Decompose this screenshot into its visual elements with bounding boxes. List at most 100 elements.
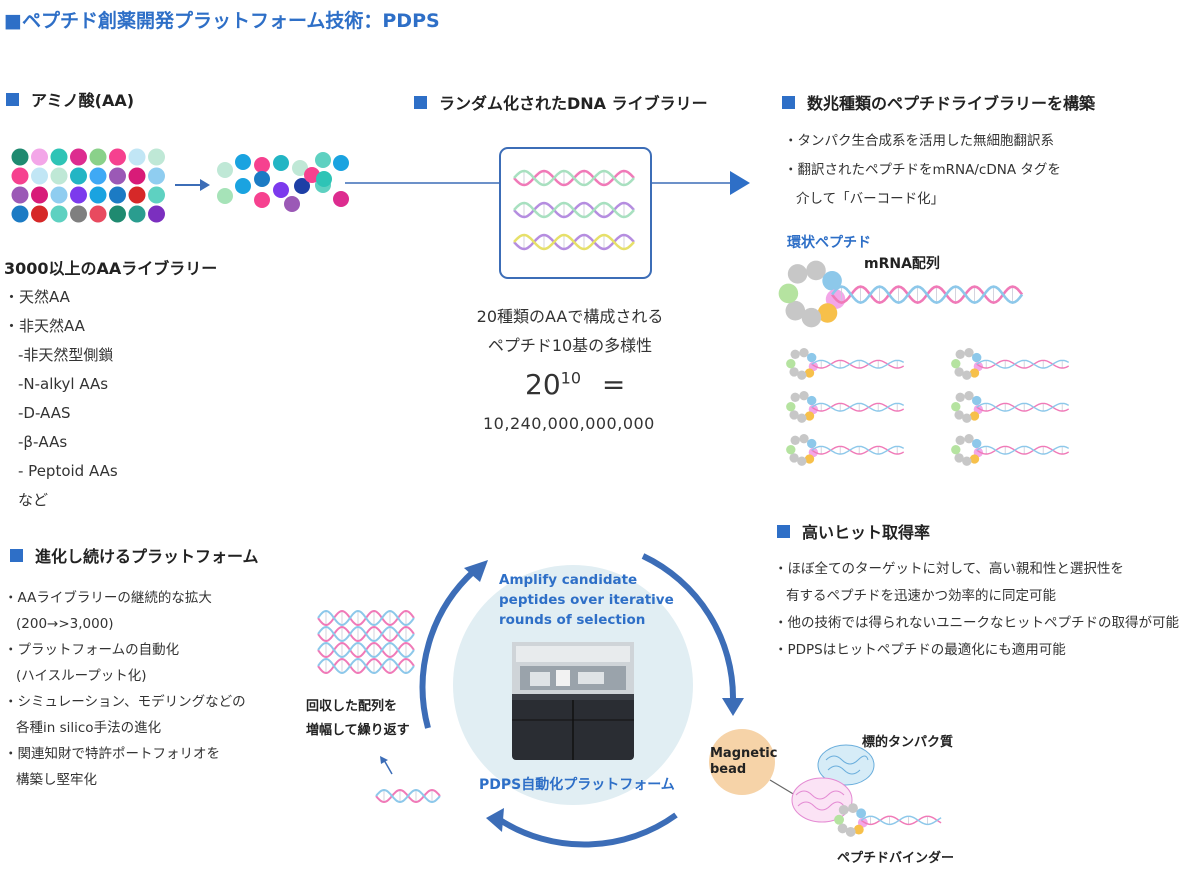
recovered-line: 増幅して繰り返す — [306, 723, 410, 738]
amplify-text: Amplify candidate peptides over iterativ… — [499, 570, 674, 630]
peptide-residue — [804, 368, 815, 378]
peptide-residue — [954, 410, 964, 420]
peptide-residue — [951, 358, 961, 369]
amino-acid-dot — [148, 148, 165, 166]
recovered-text: 回収した配列を 増幅して繰り返す — [306, 695, 410, 743]
helix-strand-a — [811, 402, 905, 412]
amino-acid-dot — [11, 167, 29, 185]
target-protein-label: 標的タンパク質 — [862, 735, 954, 750]
amino-acid-dot — [50, 186, 68, 204]
amino-acid-dot — [128, 205, 146, 223]
dna-helix-icon — [513, 169, 635, 251]
peptide-residue — [786, 358, 796, 369]
peptide-residue — [954, 453, 964, 463]
helix-strand — [317, 625, 415, 643]
peptide-residue — [790, 435, 800, 445]
amino-acid-dot — [70, 148, 87, 166]
helix-strand-b — [317, 625, 415, 643]
peptide-residue — [799, 433, 809, 444]
helix-strand-b — [513, 169, 635, 187]
sequence-amino-acid-dot — [273, 182, 289, 198]
amino-acid-dot — [148, 167, 165, 185]
evolving-bullet: ・プラットフォームの自動化 — [4, 642, 180, 658]
sequence-amino-acid-dot — [316, 171, 332, 187]
amino-acid-dot — [11, 186, 29, 204]
peptide-residue — [807, 352, 817, 363]
diversity-formula: 2010 = — [525, 368, 625, 401]
helix-strand — [317, 657, 415, 675]
sequence-amino-acid-dot — [235, 154, 251, 170]
heading-square-icon — [6, 92, 19, 106]
hit-rate-heading-text: 高いヒット取得率 — [802, 523, 931, 542]
peptide-residue — [969, 368, 980, 378]
peptide-residue — [853, 824, 864, 835]
helix-strand — [317, 609, 415, 627]
bead-label-line: Magnetic — [710, 746, 778, 761]
sequence-amino-acid-dot — [254, 157, 270, 173]
peptide-residue — [790, 392, 800, 402]
peptide-residue — [964, 433, 974, 444]
amplify-line: rounds of selection — [499, 612, 646, 628]
amino-acid-dot — [89, 205, 107, 223]
sequence-amino-acid-dot — [294, 178, 310, 194]
section-heading-peptide-library: 数兆種類のペプチドライブラリーを構築 — [782, 90, 1095, 114]
peptide-residue — [972, 395, 982, 406]
helix-strand — [976, 402, 1070, 412]
evolving-bullet: (ハイスループット化) — [16, 668, 147, 684]
heading-square-icon — [414, 95, 427, 109]
aa-heading-text: アミノ酸(AA) — [31, 91, 135, 110]
cyclic-peptide-label: 環状ペプチド — [787, 235, 871, 251]
amino-acid-dot — [128, 148, 146, 166]
helix-strand — [375, 788, 441, 804]
amino-acid-dot — [70, 167, 87, 185]
peptide-library-bullets: ・タンパク生合成系を活用した無細胞翻訳系 ・翻訳されたペプチドをmRNA/cDN… — [784, 127, 1061, 214]
peptide-residue — [817, 303, 838, 323]
cycle-arrow-head — [464, 560, 488, 582]
peptide-library-heading-text: 数兆種類のペプチドライブラリーを構築 — [807, 94, 1096, 113]
aa-item: -D-AAS — [18, 404, 71, 422]
peptide-residue — [951, 401, 961, 412]
helix-strand — [811, 445, 905, 455]
evolving-bullet: (200→>3,000) — [16, 616, 114, 632]
section-heading-aa: アミノ酸(AA) — [6, 87, 134, 111]
helix-strand — [811, 402, 905, 412]
peptide-residue — [969, 454, 980, 464]
peptide-residue — [848, 803, 858, 814]
amino-acid-dot — [89, 148, 107, 166]
helix-strand — [976, 359, 1070, 369]
cycle-arrow-head — [486, 808, 504, 832]
arrow-head — [200, 179, 210, 191]
peptide-residue — [962, 456, 972, 466]
cyclic-peptide-unit — [786, 347, 905, 380]
helix-strand — [976, 445, 1070, 455]
amino-acid-dot — [50, 148, 68, 166]
amino-acid-dot — [89, 167, 107, 185]
peptide-residue — [804, 411, 815, 421]
amino-acid-dot — [31, 205, 48, 223]
cycle-arrow-bottom — [498, 812, 678, 848]
amino-acid-dot — [31, 148, 48, 166]
peptide-residue — [834, 814, 845, 825]
amino-acid-dot — [31, 167, 48, 185]
peptide-residue — [797, 413, 807, 423]
amino-acid-dot — [50, 205, 68, 223]
amino-acid-dot — [50, 167, 68, 185]
aa-item: ・天然AA — [4, 288, 70, 306]
hit-rate-bullet: ・ほぼ全てのターゲットに対して、高い親和性と選択性を — [774, 561, 1124, 577]
peptide-residue — [972, 438, 982, 449]
peptide-residue — [807, 395, 817, 406]
peptide-residue — [806, 260, 826, 281]
peptide-residue — [972, 352, 982, 363]
aa-library-title: 3000以上のAAライブラリー — [4, 259, 218, 278]
section-heading-dna: ランダム化されたDNA ライブラリー — [414, 90, 708, 114]
helix-strand — [860, 815, 942, 826]
evolving-bullet: ・AAライブラリーの継続的な拡大 — [4, 590, 212, 606]
peptide-library-bullet: 介して「バーコード化」 — [796, 191, 945, 207]
arrow-head — [380, 756, 388, 764]
peptide-residue — [964, 390, 974, 401]
peptide-residue — [955, 349, 965, 359]
helix-strand-b — [811, 402, 905, 412]
